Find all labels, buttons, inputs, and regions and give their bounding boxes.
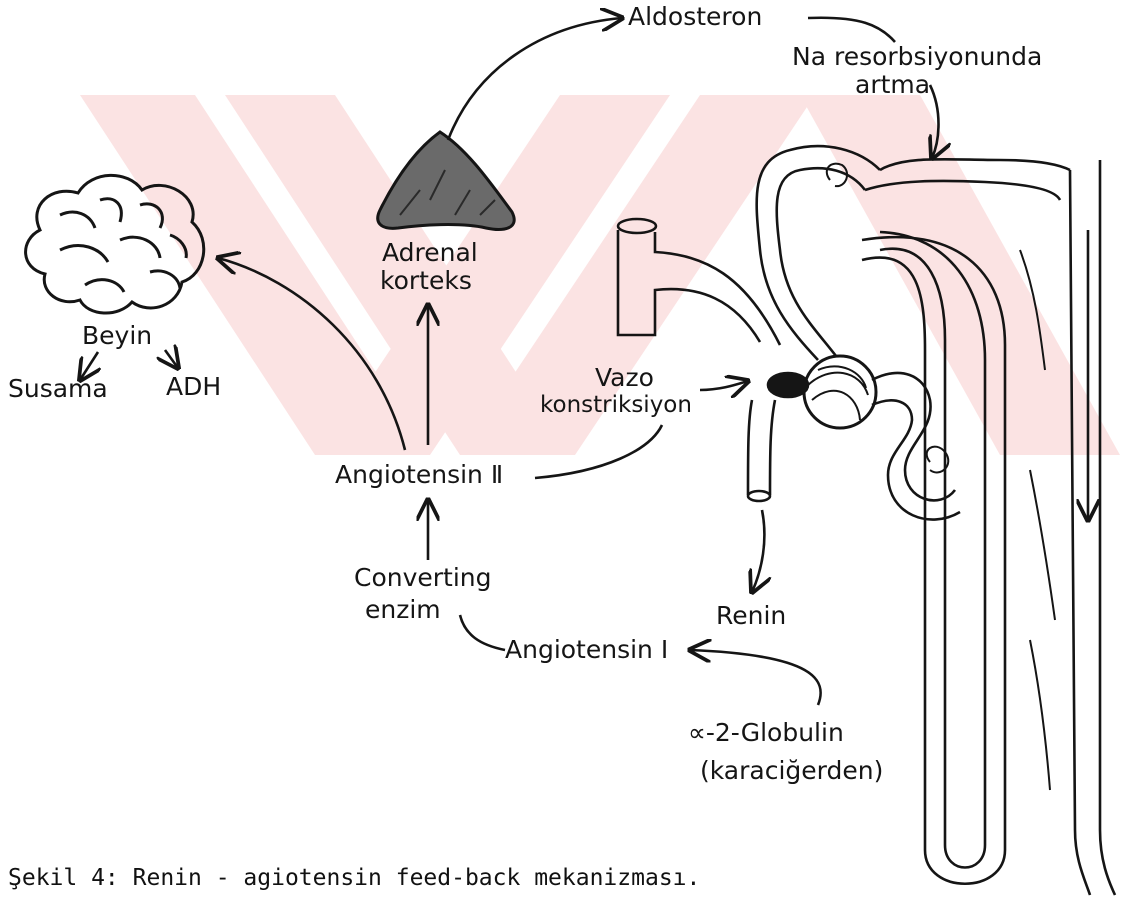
arrow-glomerulus-to-renin — [752, 510, 764, 592]
label-adrenal: Adrenal — [382, 240, 478, 266]
label-na-resorbsiyon: Na resorbsiyonunda — [792, 44, 1042, 70]
arrow-aldosteron-tail — [808, 18, 895, 42]
arrow-ang1-to-enzim — [460, 615, 505, 650]
label-susama: Susama — [8, 376, 108, 402]
label-konstriksiyon: konstriksiyon — [540, 393, 692, 417]
arrow-globulin-to-ang1 — [690, 650, 821, 705]
arrow-beyin-to-adh — [165, 350, 178, 368]
adrenal-gland-icon — [378, 132, 514, 229]
label-aldosteron: Aldosteron — [628, 4, 762, 30]
label-beyin: Beyin — [82, 323, 152, 349]
label-angiotensin-2: Angiotensin Ⅱ — [335, 462, 503, 488]
label-korteks: korteks — [380, 268, 472, 294]
label-adh: ADH — [166, 374, 221, 400]
arrow-vazo-to-glomerulus — [700, 381, 748, 390]
label-enzim: enzim — [365, 597, 441, 623]
label-converting: Converting — [354, 565, 492, 591]
label-renin: Renin — [716, 603, 786, 629]
label-karaciger: (karaciğerden) — [700, 758, 883, 784]
label-vazo: Vazo — [595, 365, 654, 391]
label-alpha2-globulin: ∝-2-Globulin — [688, 720, 844, 746]
figure-caption: Şekil 4: Renin - agiotensin feed-back me… — [8, 865, 700, 891]
label-artma: artma — [855, 72, 930, 98]
label-angiotensin-1: Angiotensin I — [505, 637, 668, 663]
